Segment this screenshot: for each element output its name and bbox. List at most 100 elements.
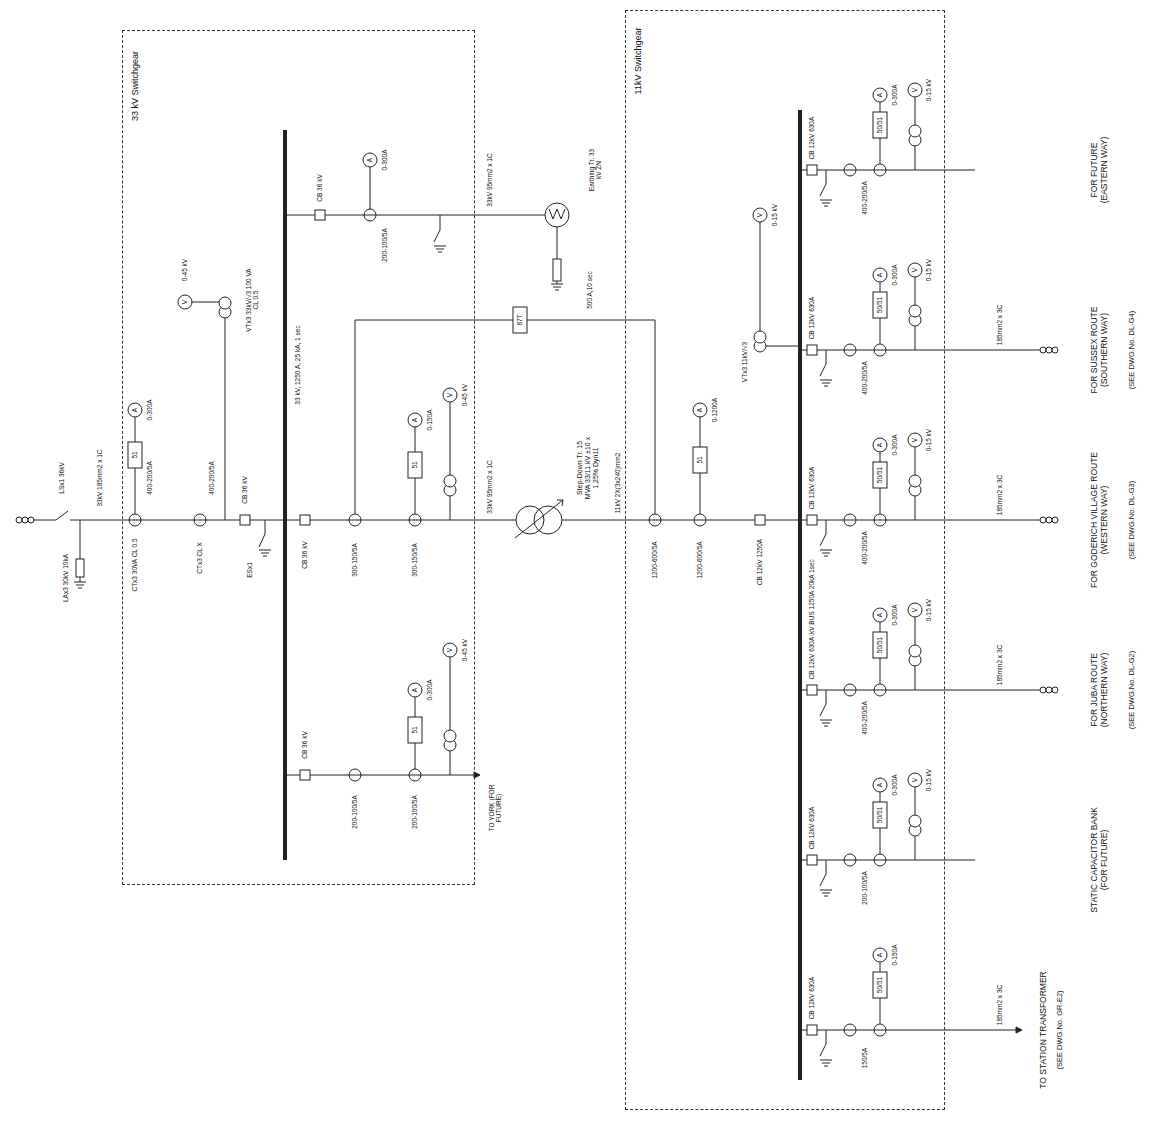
meter-letter: A <box>411 687 418 693</box>
relay-box <box>408 452 422 478</box>
earth-switch <box>440 215 441 230</box>
meter-letter: A <box>876 442 883 448</box>
meter-symbol <box>873 778 887 792</box>
cable-termination <box>1052 517 1058 523</box>
wire <box>880 792 881 802</box>
ct-symbol <box>364 209 376 221</box>
wire <box>505 520 516 521</box>
wire <box>135 468 136 514</box>
cable-termination <box>28 517 34 523</box>
earth-switch <box>820 534 826 546</box>
wire <box>370 167 371 209</box>
ct-ratio: 400-200/5A <box>861 530 868 566</box>
meter-symbol <box>128 403 142 417</box>
breaker-symbol <box>807 515 817 525</box>
ground-symbol <box>824 896 828 897</box>
wire <box>915 496 916 520</box>
ground-symbol <box>824 1066 828 1067</box>
ct-symbol <box>874 854 886 866</box>
cable-termination <box>1040 517 1046 523</box>
relay-code: 87T <box>516 313 523 326</box>
wire <box>450 751 451 775</box>
cable-label: 33kV 185mm2 x 1C <box>96 448 103 507</box>
bus-rating: 11kV BUS 1250A 20kA 1sec <box>808 558 815 642</box>
meter-letter: A <box>411 417 418 423</box>
breaker-symbol <box>807 345 817 355</box>
relay-box <box>873 632 887 658</box>
meter-range: 0-300A <box>426 679 433 702</box>
breaker-symbol <box>240 515 250 525</box>
tap-changer-arrow <box>515 500 563 538</box>
route-label: STATIC CAPACITOR BANK (FOR FUTURE) <box>1090 797 1110 924</box>
relay-box <box>873 112 887 138</box>
equipment-label: Earthing Tr. 33 kV ZN <box>588 144 603 196</box>
ground-symbol <box>553 287 561 288</box>
ct-symbol <box>194 514 206 526</box>
relay-box <box>873 462 887 488</box>
wire <box>80 577 81 582</box>
route-label: FOR GODERICH VILLAGE ROUTE (WESTERN WAY) <box>1090 444 1110 596</box>
tap-changer-arrow <box>557 500 563 506</box>
relay-code: 51 <box>411 460 418 469</box>
wire <box>225 318 226 520</box>
meter-letter: A <box>131 407 138 413</box>
wire <box>915 447 916 475</box>
transformer-winding <box>516 506 544 534</box>
ct-ratio: 400-200/5A <box>861 180 868 216</box>
ground-symbol <box>263 556 267 557</box>
ct-ratio: 200-100/5A <box>861 870 868 906</box>
ground-symbol <box>824 206 828 207</box>
arrowhead <box>1016 1027 1022 1033</box>
earth-switch <box>826 1030 827 1044</box>
meter-range: 0-15 kV <box>925 78 932 102</box>
node-heading: 11kV Switchgear <box>633 27 643 96</box>
ct-symbol <box>649 514 661 526</box>
ground-symbol <box>76 585 84 586</box>
meter-letter: A <box>876 782 883 788</box>
route-label: FOR JUBA ROUTE (NORTHERN WAY) <box>1090 639 1110 741</box>
wire <box>450 496 451 520</box>
vt-symbol <box>909 815 921 827</box>
ct-symbol <box>349 514 361 526</box>
equipment-label: CB 12kV 630A <box>808 466 815 511</box>
wire <box>915 617 916 645</box>
earth-switch <box>259 534 265 547</box>
ground-symbol <box>820 550 832 551</box>
ground-symbol <box>551 284 563 285</box>
ct-symbol <box>409 769 421 781</box>
earth-switch <box>826 520 827 534</box>
relay-box <box>128 442 142 468</box>
equipment-label: CTx3 CL X <box>196 541 203 575</box>
wire <box>880 102 881 112</box>
wire <box>880 998 881 1024</box>
ct-symbol <box>844 344 856 356</box>
ground-symbol <box>78 588 82 589</box>
wire <box>915 97 916 125</box>
equipment-label: LAx3 30kV 10kA <box>62 553 69 603</box>
wire <box>700 473 701 514</box>
wire <box>34 520 56 521</box>
meter-letter: A <box>876 952 883 958</box>
relay-box <box>873 292 887 318</box>
wire <box>915 326 916 350</box>
meter-symbol <box>873 88 887 102</box>
ct-symbol <box>694 514 706 526</box>
ct-symbol <box>409 514 421 526</box>
drawing-ref: (SEE DWG.No. DL-G3) <box>1128 480 1137 560</box>
meter-range: 0-45 kV <box>461 383 468 407</box>
relay-box <box>513 307 527 333</box>
ct-ratio: 150/5A <box>861 1047 868 1070</box>
ct-symbol <box>349 769 361 781</box>
equipment-label: ESx1 <box>246 561 253 579</box>
ct-ratio: 400-200/5A <box>861 360 868 396</box>
earth-switch <box>826 860 827 874</box>
relay-box <box>873 972 887 998</box>
equipment-label: CTx3 30VA CL 0.5 <box>131 537 138 592</box>
wire <box>766 346 800 347</box>
wire <box>700 417 701 447</box>
bus-rating: 33 kV, 1250 A, 25 kA, 1 sec <box>294 324 301 405</box>
ground-symbol <box>436 249 444 250</box>
relay-code: 50/51 <box>876 116 883 134</box>
